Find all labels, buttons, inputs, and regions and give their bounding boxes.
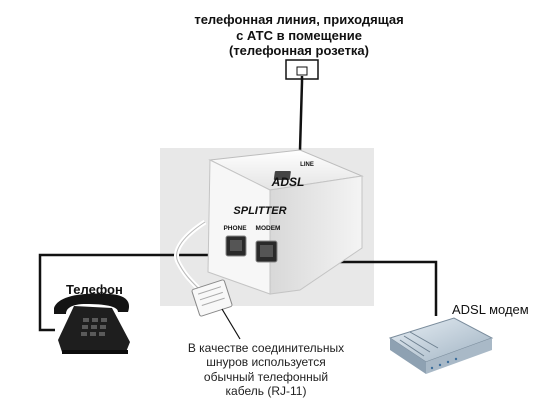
phone-port-label: PHONE [223,225,247,232]
phone-label: Телефон [66,282,123,297]
cable-note-3: обычный телефонный [203,369,329,384]
phone-wire [38,253,240,332]
cable-note-4: кабель (RJ-11) [225,384,307,399]
cable-note: В качестве соединительных шнуров использ… [186,341,346,399]
telephone-icon [54,293,130,354]
line-label-2: с АТС в помещение [236,27,362,43]
note-pointer [221,308,241,340]
cable-note-2: шнуров используется [206,355,326,370]
cable-note-1: В качестве соединительных [187,341,345,355]
splitter-brand-splitter: SPLITTER [233,205,286,217]
modem-label: ADSL модем [452,302,529,317]
line-label: телефонная линия, приходящая с АТС в пом… [186,12,412,59]
line-wire [298,76,304,151]
rj11-plug-icon [191,279,233,317]
adsl-splitter [207,149,364,295]
modem-port-label: MODEM [256,225,281,232]
line-port-label: LINE [300,162,314,168]
adsl-modem-icon [388,317,494,374]
line-label-1: телефонная линия, приходящая [194,12,404,27]
line-label-3: (телефонная розетка) [228,43,369,59]
splitter-brand-adsl: ADSL [271,175,305,189]
